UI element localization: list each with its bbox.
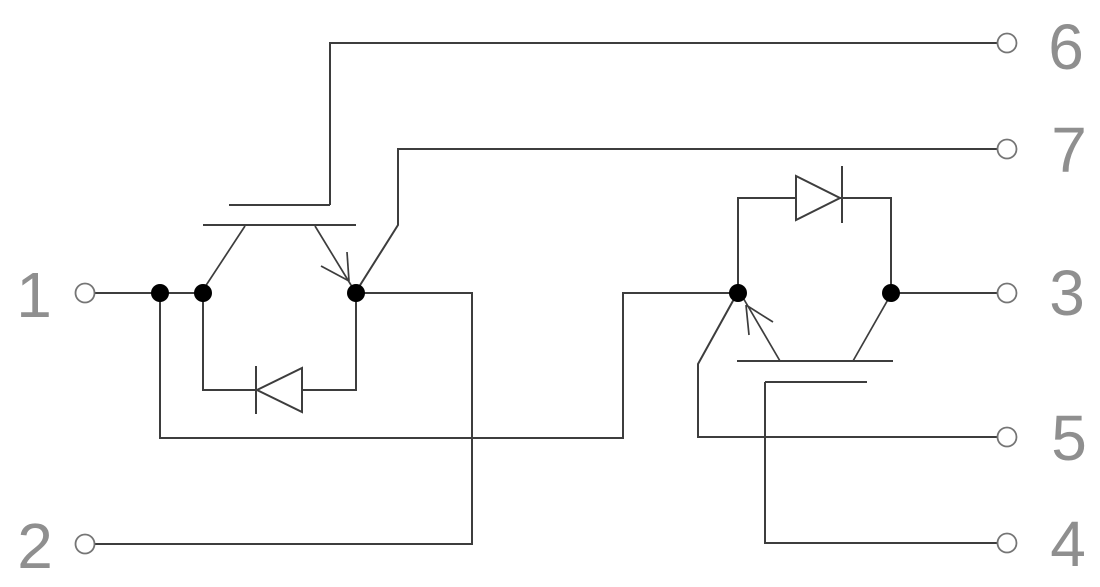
terminal-circle xyxy=(996,532,1018,554)
diode-right-branch xyxy=(737,197,892,293)
terminal-pin2: 2 xyxy=(17,510,96,582)
terminal-circle xyxy=(74,533,96,555)
terminal-circle xyxy=(996,32,1018,54)
terminal-pin4: 4 xyxy=(996,508,1086,580)
junction-dot xyxy=(729,284,747,302)
igbt-right-emitter-arrow-barb-diagonal xyxy=(745,304,774,323)
junction-dot xyxy=(151,284,169,302)
diode-right xyxy=(737,166,892,293)
wire-aux-emitter-left-to-pin7 xyxy=(356,148,998,291)
wire-midpoint-link xyxy=(159,292,738,439)
terminal-label: 2 xyxy=(17,510,53,582)
wiring xyxy=(94,42,998,545)
wire-gate-right-to-pin4 xyxy=(764,382,998,544)
terminal-label: 1 xyxy=(16,259,52,331)
wire-gate-left-to-pin6 xyxy=(329,42,998,205)
terminal-pin1: 1 xyxy=(16,259,96,331)
igbt-left-emitter-arrow-barb-vertical xyxy=(346,251,350,282)
diode-left xyxy=(202,293,357,414)
terminal-pin5: 5 xyxy=(996,402,1087,474)
terminal-circle xyxy=(996,426,1018,448)
igbt-right-emitter-arrow-barb-vertical xyxy=(745,304,750,336)
diode-right-triangle xyxy=(795,174,843,222)
igbt-right-collector-lead xyxy=(852,295,891,362)
terminal-circle xyxy=(74,282,96,304)
igbt-left-collector-lead xyxy=(202,225,246,291)
junction-dot xyxy=(194,284,212,302)
terminal-circle xyxy=(996,282,1018,304)
wire-aux-emitter-right-to-pin5 xyxy=(697,298,998,438)
terminal-label: 6 xyxy=(1048,11,1084,83)
diode-left-triangle xyxy=(254,366,303,414)
terminal-label: 7 xyxy=(1051,114,1087,186)
terminal-label: 3 xyxy=(1049,257,1085,329)
junction-dot xyxy=(882,284,900,302)
terminal-pin7: 7 xyxy=(996,114,1087,186)
igbt-left-emitter-arrow-barb-diagonal xyxy=(320,265,350,282)
terminal-circle xyxy=(996,138,1018,160)
diode-left-branch xyxy=(202,293,357,391)
junction-dots xyxy=(151,284,900,302)
terminal-label: 5 xyxy=(1051,402,1087,474)
terminal-pin6: 6 xyxy=(996,11,1084,83)
terminal-pin3: 3 xyxy=(996,257,1085,329)
wire-emitter-left-to-pin2 xyxy=(95,292,473,545)
terminal-label: 4 xyxy=(1050,508,1086,580)
igbt-right xyxy=(737,295,893,383)
junction-dot xyxy=(347,284,365,302)
igbt-left xyxy=(202,204,356,291)
